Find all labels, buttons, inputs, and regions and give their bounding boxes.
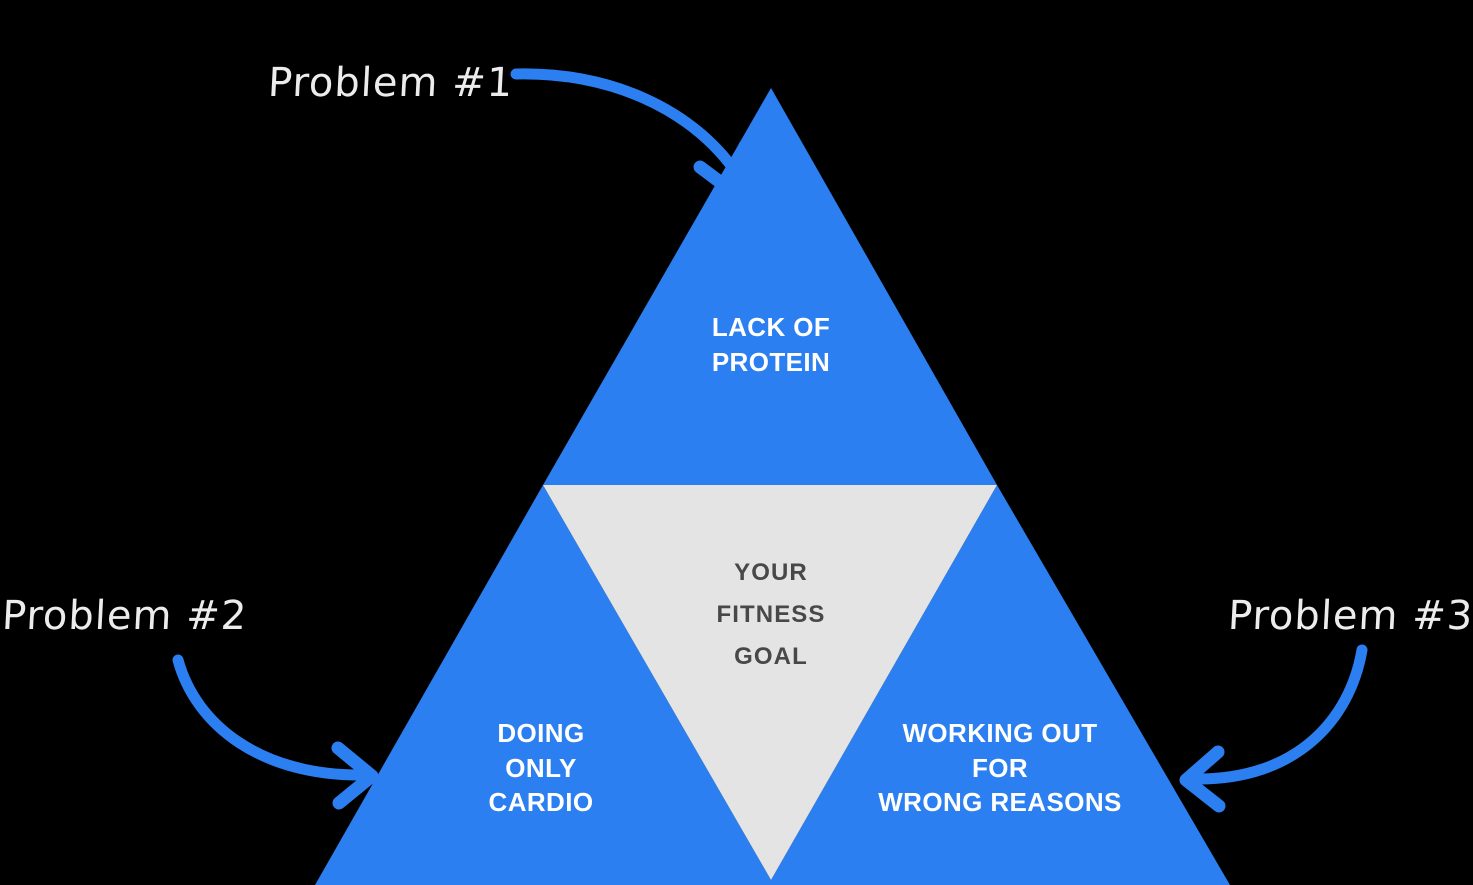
callout-arrow-2: [172, 654, 379, 810]
segment-shape-center[interactable]: [543, 485, 997, 880]
segment-shape-bottom-right[interactable]: [771, 485, 1230, 885]
segment-shape-bottom-left[interactable]: [315, 485, 771, 885]
callout-arrow-3: [1179, 644, 1368, 813]
segment-shape-top[interactable]: [543, 88, 997, 485]
callout-arrow-1: [510, 68, 752, 204]
